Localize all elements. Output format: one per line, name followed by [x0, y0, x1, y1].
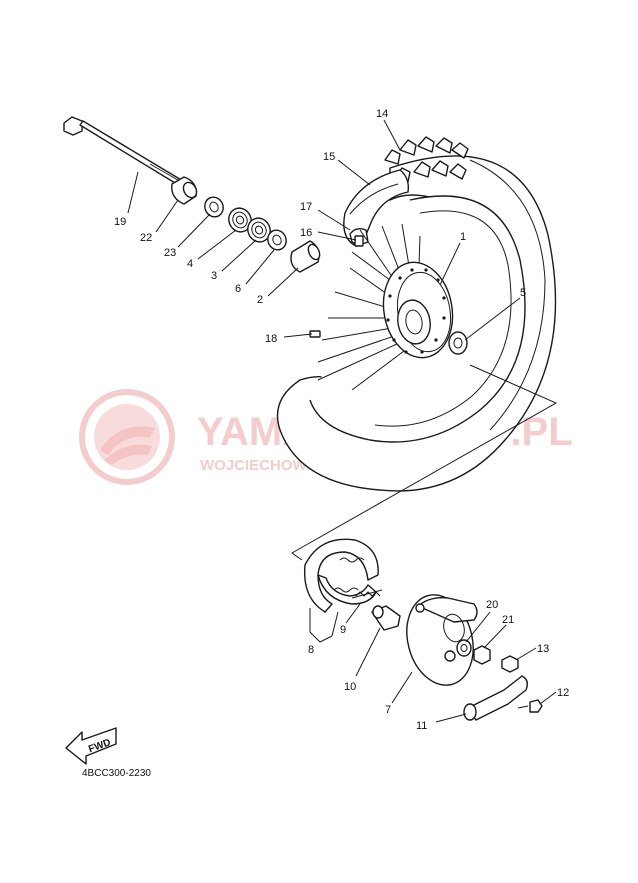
callout-2: 2: [257, 294, 263, 306]
part-11-brake-cam-lever[interactable]: [463, 675, 529, 721]
callout-4: 4: [187, 258, 193, 270]
part-19-axle[interactable]: [63, 116, 184, 187]
part-1-hub[interactable]: [376, 257, 460, 363]
callout-20: 20: [486, 599, 498, 611]
part-7-brake-shoe-plate[interactable]: [397, 587, 483, 692]
part-3-bearing[interactable]: [244, 214, 274, 245]
part-10-camshaft[interactable]: [371, 605, 401, 631]
part-8-brake-shoe-kit[interactable]: [303, 538, 379, 613]
part-17-valve-nut[interactable]: [354, 235, 364, 247]
part-23-oil-seal[interactable]: [202, 194, 227, 220]
part-4-bearing[interactable]: [225, 204, 255, 235]
callout-8: 8: [308, 644, 314, 656]
part-13-nut[interactable]: [501, 655, 519, 673]
callout-13: 13: [537, 643, 549, 655]
part-6-oil-seal[interactable]: [265, 227, 290, 253]
callout-18: 18: [265, 333, 277, 345]
callout-10: 10: [344, 681, 356, 693]
part-9-spring-pin[interactable]: [351, 589, 383, 599]
part-20-washer[interactable]: [456, 639, 472, 657]
callout-16: 16: [300, 227, 312, 239]
callout-11: 11: [416, 720, 427, 732]
callout-14: 14: [376, 108, 388, 120]
callout-1: 1: [460, 231, 466, 243]
part-15-tube[interactable]: [343, 169, 410, 247]
callout-5: 5: [520, 287, 526, 299]
part-22-collar[interactable]: [171, 176, 199, 205]
group-separator-line: [291, 364, 558, 561]
leader-lines: [127, 119, 557, 723]
callout-3: 3: [211, 270, 217, 282]
part-5-collar[interactable]: [448, 331, 468, 355]
callout-12: 12: [557, 687, 569, 699]
callout-21: 21: [502, 614, 514, 626]
diagram-code: 4BCC300-2230: [82, 768, 151, 779]
callout-23: 23: [164, 247, 176, 259]
part-21-nut[interactable]: [473, 645, 491, 665]
callout-17: 17: [300, 201, 312, 213]
callouts: 1 2 3 4 5 6 7 8 9 10 11 12 13 14 15 16 1…: [114, 108, 569, 732]
callout-15: 15: [323, 151, 335, 163]
callout-19: 19: [114, 216, 126, 228]
fwd-arrow-icon: FWD: [65, 727, 117, 765]
callout-22: 22: [140, 232, 152, 244]
callout-9: 9: [340, 624, 346, 636]
callout-7: 7: [385, 704, 391, 716]
part-2-spacer[interactable]: [290, 240, 322, 273]
callout-6: 6: [235, 283, 241, 295]
watermark-logo-icon: [79, 389, 175, 485]
part-12-bolt[interactable]: [517, 699, 543, 713]
